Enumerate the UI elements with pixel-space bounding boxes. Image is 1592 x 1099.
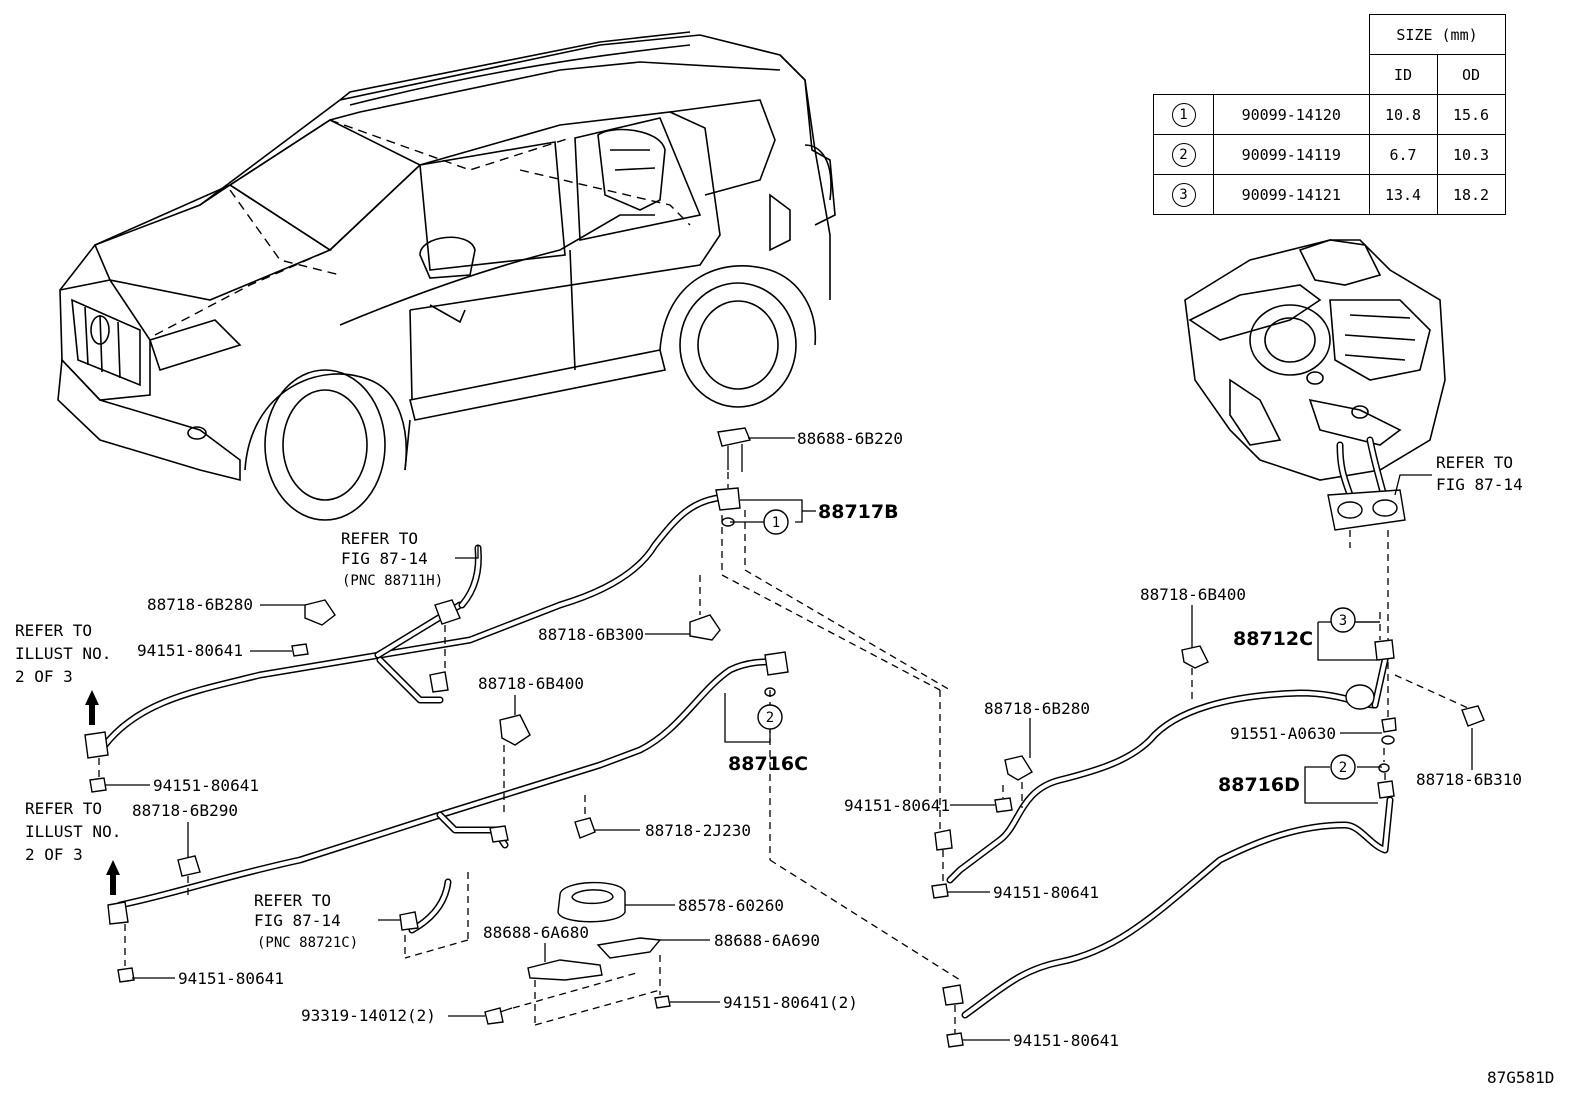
table-row: 1 90099-14120 10.8 15.6	[1153, 94, 1506, 135]
label-88688-6a680: 88688-6A680	[483, 923, 589, 942]
id-cell: 10.8	[1368, 94, 1438, 135]
id-cell: 13.4	[1368, 174, 1438, 215]
label-94151-80641-e: 94151-80641	[993, 883, 1099, 902]
label-88718-6b400-mid: 88718-6B400	[478, 674, 584, 693]
label-refer-illust-top-3: 2 OF 3	[15, 667, 73, 686]
heater-unit-illustration	[1184, 239, 1446, 720]
label-88716d: 88716D	[1218, 774, 1300, 796]
label-88718-6b400-right: 88718-6B400	[1140, 585, 1246, 604]
label-refer-illust-bot-3: 2 OF 3	[25, 845, 83, 864]
label-94151-80641-c: 94151-80641	[178, 969, 284, 988]
clips-and-fasteners	[84, 427, 1485, 1048]
ref-circle-2: 2	[1171, 142, 1196, 167]
direction-arrows	[85, 690, 120, 895]
label-88718-6b300: 88718-6B300	[538, 625, 644, 644]
label-refer-fig-top-1: REFER TO	[341, 529, 418, 548]
label-refer-illust-bot-1: REFER TO	[25, 799, 102, 818]
label-refer-fig-top-3: (PNC 88711H)	[342, 573, 443, 589]
right-pipe-88712c	[946, 656, 1389, 884]
label-refer-fig-right-1: REFER TO	[1436, 453, 1513, 472]
label-88688-6b220: 88688-6B220	[797, 429, 903, 448]
callout-3: 3	[1339, 613, 1347, 629]
callout-2-middle: 2	[766, 710, 774, 726]
label-88717b: 88717B	[818, 501, 899, 523]
label-94151-80641-2: 94151-80641(2)	[723, 993, 858, 1012]
label-88712c: 88712C	[1233, 628, 1313, 650]
label-88688-6a690: 88688-6A690	[714, 931, 820, 950]
label-93319-14012: 93319-14012(2)	[301, 1006, 436, 1025]
label-88578-60260: 88578-60260	[678, 896, 784, 915]
od-cell: 18.2	[1436, 174, 1506, 215]
size-table: SIZE (mm) ID OD 1 90099-14120 10.8 15.6 …	[1153, 14, 1506, 215]
callout-2-right: 2	[1339, 760, 1347, 776]
diagram-code: 87G581D	[1487, 1068, 1554, 1087]
part-number-cell: 90099-14120	[1213, 94, 1370, 135]
label-refer-illust-top-2: ILLUST NO.	[15, 644, 111, 663]
table-row: 3 90099-14121 13.4 18.2	[1153, 174, 1506, 215]
label-88718-6b280-left: 88718-6B280	[147, 595, 253, 614]
label-91551-a0630: 91551-A0630	[1230, 724, 1336, 743]
part-number-cell: 90099-14119	[1213, 134, 1370, 175]
col-id-header: ID	[1368, 54, 1438, 95]
label-88718-6b290: 88718-6B290	[132, 801, 238, 820]
ref-circle-3: 3	[1171, 182, 1196, 207]
label-refer-illust-bot-2: ILLUST NO.	[25, 822, 121, 841]
id-cell: 6.7	[1368, 134, 1438, 175]
label-94151-80641-b: 94151-80641	[153, 776, 259, 795]
middle-pipe-88716c	[116, 658, 784, 934]
label-94151-80641-a: 94151-80641	[137, 641, 243, 660]
label-refer-fig-bot-3: (PNC 88721C)	[257, 935, 358, 951]
label-refer-fig-right-2: FIG 87-14	[1436, 475, 1523, 494]
label-94151-80641-d: 94151-80641	[844, 796, 950, 815]
table-row: 2 90099-14119 6.7 10.3	[1153, 134, 1506, 175]
label-refer-fig-bot-2: FIG 87-14	[254, 911, 341, 930]
callout-1: 1	[772, 515, 780, 531]
col-od-header: OD	[1436, 54, 1506, 95]
vehicle-illustration	[57, 31, 836, 521]
label-88718-6b310: 88718-6B310	[1416, 770, 1522, 789]
label-94151-80641-f: 94151-80641	[1013, 1031, 1119, 1050]
od-cell: 15.6	[1436, 94, 1506, 135]
label-refer-illust-top-1: REFER TO	[15, 621, 92, 640]
label-refer-fig-top-2: FIG 87-14	[341, 549, 428, 568]
callout-circles: 1 2 3 2	[757, 509, 1356, 780]
part-number-cell: 90099-14121	[1213, 174, 1370, 215]
size-header: SIZE (mm)	[1368, 14, 1506, 55]
label-refer-fig-bot-1: REFER TO	[254, 891, 331, 910]
label-88718-2j230: 88718-2J230	[645, 821, 751, 840]
label-88718-6b280-right: 88718-6B280	[984, 699, 1090, 718]
lower-pipe-88716d	[961, 796, 1394, 1019]
od-cell: 10.3	[1436, 134, 1506, 175]
leader-lines	[105, 437, 1473, 1041]
part-labels: 88688-6B220 88717B REFER TO FIG 87-14 (P…	[15, 429, 1554, 1087]
ref-circle-1: 1	[1171, 102, 1196, 127]
label-88716c: 88716C	[728, 753, 808, 775]
